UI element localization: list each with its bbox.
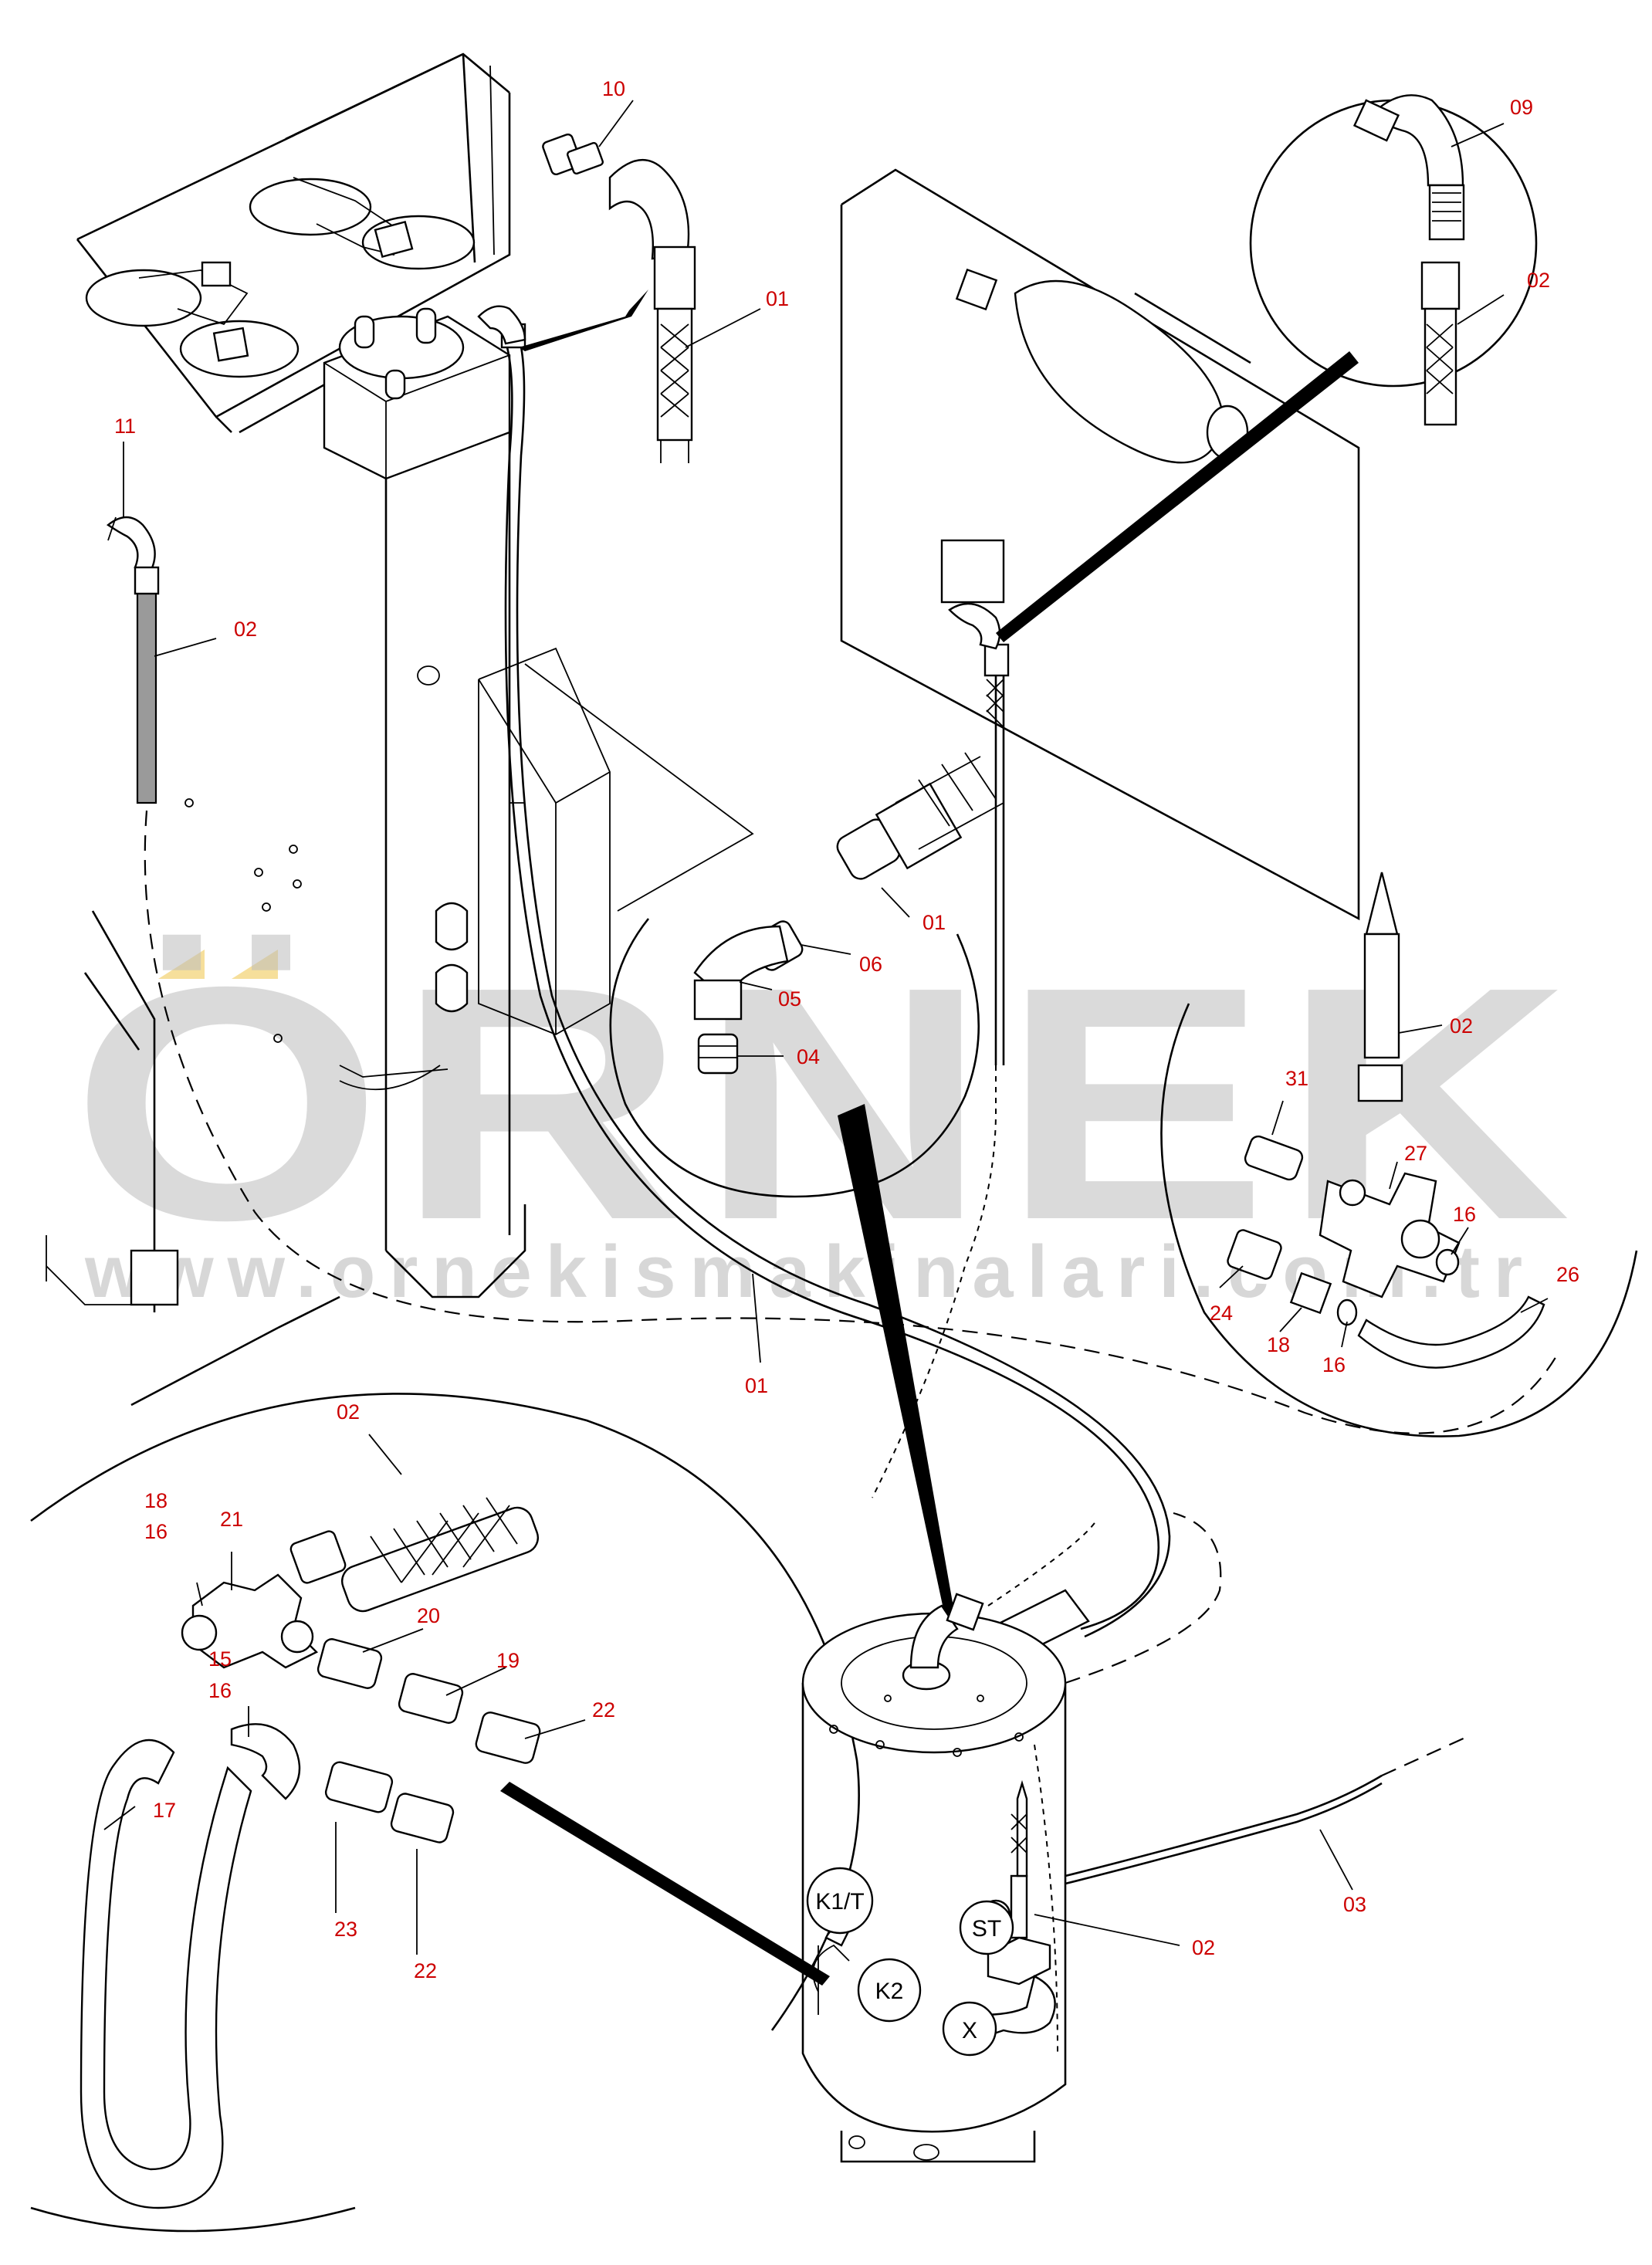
label-05: 05 — [778, 987, 801, 1011]
port-k1t-circle — [806, 1867, 874, 1935]
inset-bottom-left-circle — [30, 1393, 860, 2233]
label-01-low: 01 — [745, 1374, 768, 1397]
label-09: 09 — [1510, 96, 1533, 119]
label-02-tank: 02 — [1192, 1936, 1215, 1959]
inset-top-fittings — [519, 133, 696, 463]
label-15: 15 — [208, 1647, 232, 1671]
port-x-circle — [942, 2001, 997, 2057]
label-22-a: 22 — [592, 1698, 615, 1722]
label-01-mid: 01 — [922, 911, 946, 934]
part-labels: 10 09 01 02 11 02 01 06 05 04 02 31 27 1… — [114, 77, 1579, 1982]
port-st: ST — [972, 1916, 1001, 1942]
label-03: 03 — [1343, 1893, 1366, 1916]
port-k2: K2 — [875, 1979, 904, 2004]
label-16-right: 16 — [1453, 1203, 1476, 1226]
hydraulic-tank — [801, 1512, 1468, 2163]
port-labels: K1/T ST K2 X — [806, 1867, 1014, 2057]
inset-middle-circle — [609, 752, 1004, 1630]
label-10: 10 — [602, 77, 625, 100]
label-02-right: 02 — [1450, 1014, 1473, 1038]
label-16-left: 16 — [144, 1520, 168, 1543]
label-06: 06 — [859, 953, 882, 976]
port-k1t: K1/T — [815, 1889, 864, 1915]
port-st-circle — [959, 1900, 1014, 1955]
label-20: 20 — [417, 1604, 440, 1627]
label-18-right: 18 — [1267, 1333, 1290, 1356]
watermark-url: www.ornekismakinalari.com.tr — [84, 1231, 1536, 1313]
label-23: 23 — [334, 1918, 357, 1941]
top-right-panel — [840, 168, 1360, 1498]
label-21: 21 — [220, 1508, 243, 1531]
label-19: 19 — [496, 1649, 520, 1672]
label-16-right-2: 16 — [1322, 1353, 1346, 1376]
label-31: 31 — [1285, 1067, 1308, 1090]
port-k2-circle — [857, 1958, 922, 2023]
port-x: X — [962, 2018, 977, 2043]
label-02-bottom: 02 — [337, 1400, 360, 1424]
label-01-top: 01 — [766, 287, 789, 310]
watermark-umlaut-left — [158, 950, 205, 979]
label-16-left-2: 16 — [208, 1679, 232, 1702]
label-27: 27 — [1404, 1142, 1427, 1165]
label-22-b: 22 — [414, 1959, 437, 1982]
watermark-umlaut-right — [232, 950, 278, 979]
label-26: 26 — [1556, 1263, 1579, 1286]
label-24: 24 — [1210, 1302, 1233, 1325]
inset-right-circle — [1160, 872, 1638, 1437]
label-11: 11 — [114, 415, 136, 438]
inset-top-right-circle — [1249, 94, 1538, 426]
label-02-top-right: 02 — [1527, 269, 1550, 292]
leader-lines — [103, 100, 1549, 1955]
label-04: 04 — [797, 1045, 820, 1068]
label-17: 17 — [153, 1799, 176, 1822]
label-02-left: 02 — [234, 618, 257, 641]
machine-frame — [46, 52, 754, 1407]
label-18-left: 18 — [144, 1489, 168, 1512]
